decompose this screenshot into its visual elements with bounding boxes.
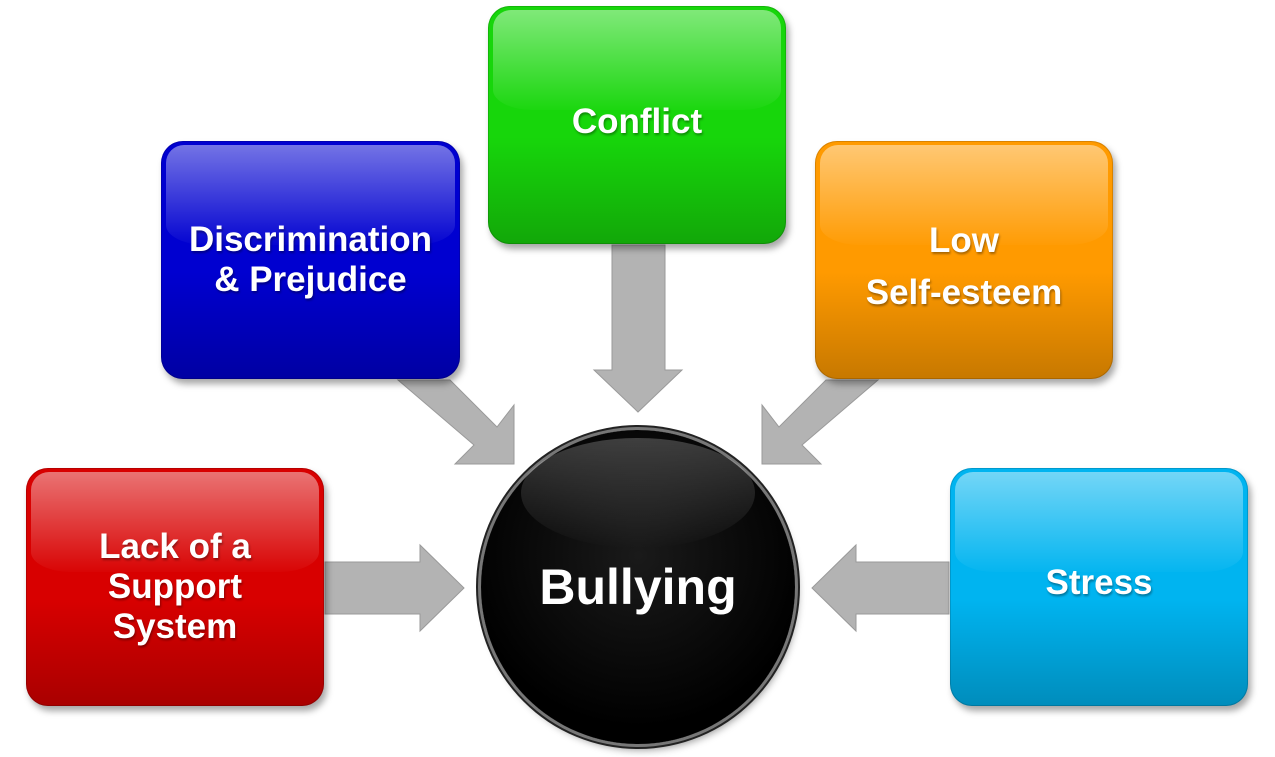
arrow-stress-icon	[811, 543, 950, 633]
arrow-selfesteem-icon	[761, 379, 880, 465]
cause-box-support-system: Lack of a Support System	[26, 468, 324, 706]
arrow-discrimination-icon	[396, 379, 515, 465]
cause-label-conflict: Conflict	[571, 102, 703, 141]
cause-label-self-esteem: Low Self-esteem	[865, 221, 1063, 312]
cause-label-support-system: Lack of a Support System	[99, 527, 251, 646]
center-circle: Bullying	[481, 430, 795, 744]
cause-box-discrimination: Discrimination & Prejudice	[161, 141, 460, 379]
cause-box-stress: Stress	[950, 468, 1248, 706]
cause-label-discrimination: Discrimination & Prejudice	[188, 220, 433, 299]
cause-label-stress: Stress	[1045, 563, 1153, 602]
arrow-support-icon	[324, 543, 465, 633]
arrow-conflict-icon	[592, 244, 684, 413]
center-label: Bullying	[539, 559, 737, 615]
cause-box-self-esteem: Low Self-esteem	[815, 141, 1113, 379]
cause-box-conflict: Conflict	[488, 6, 786, 244]
